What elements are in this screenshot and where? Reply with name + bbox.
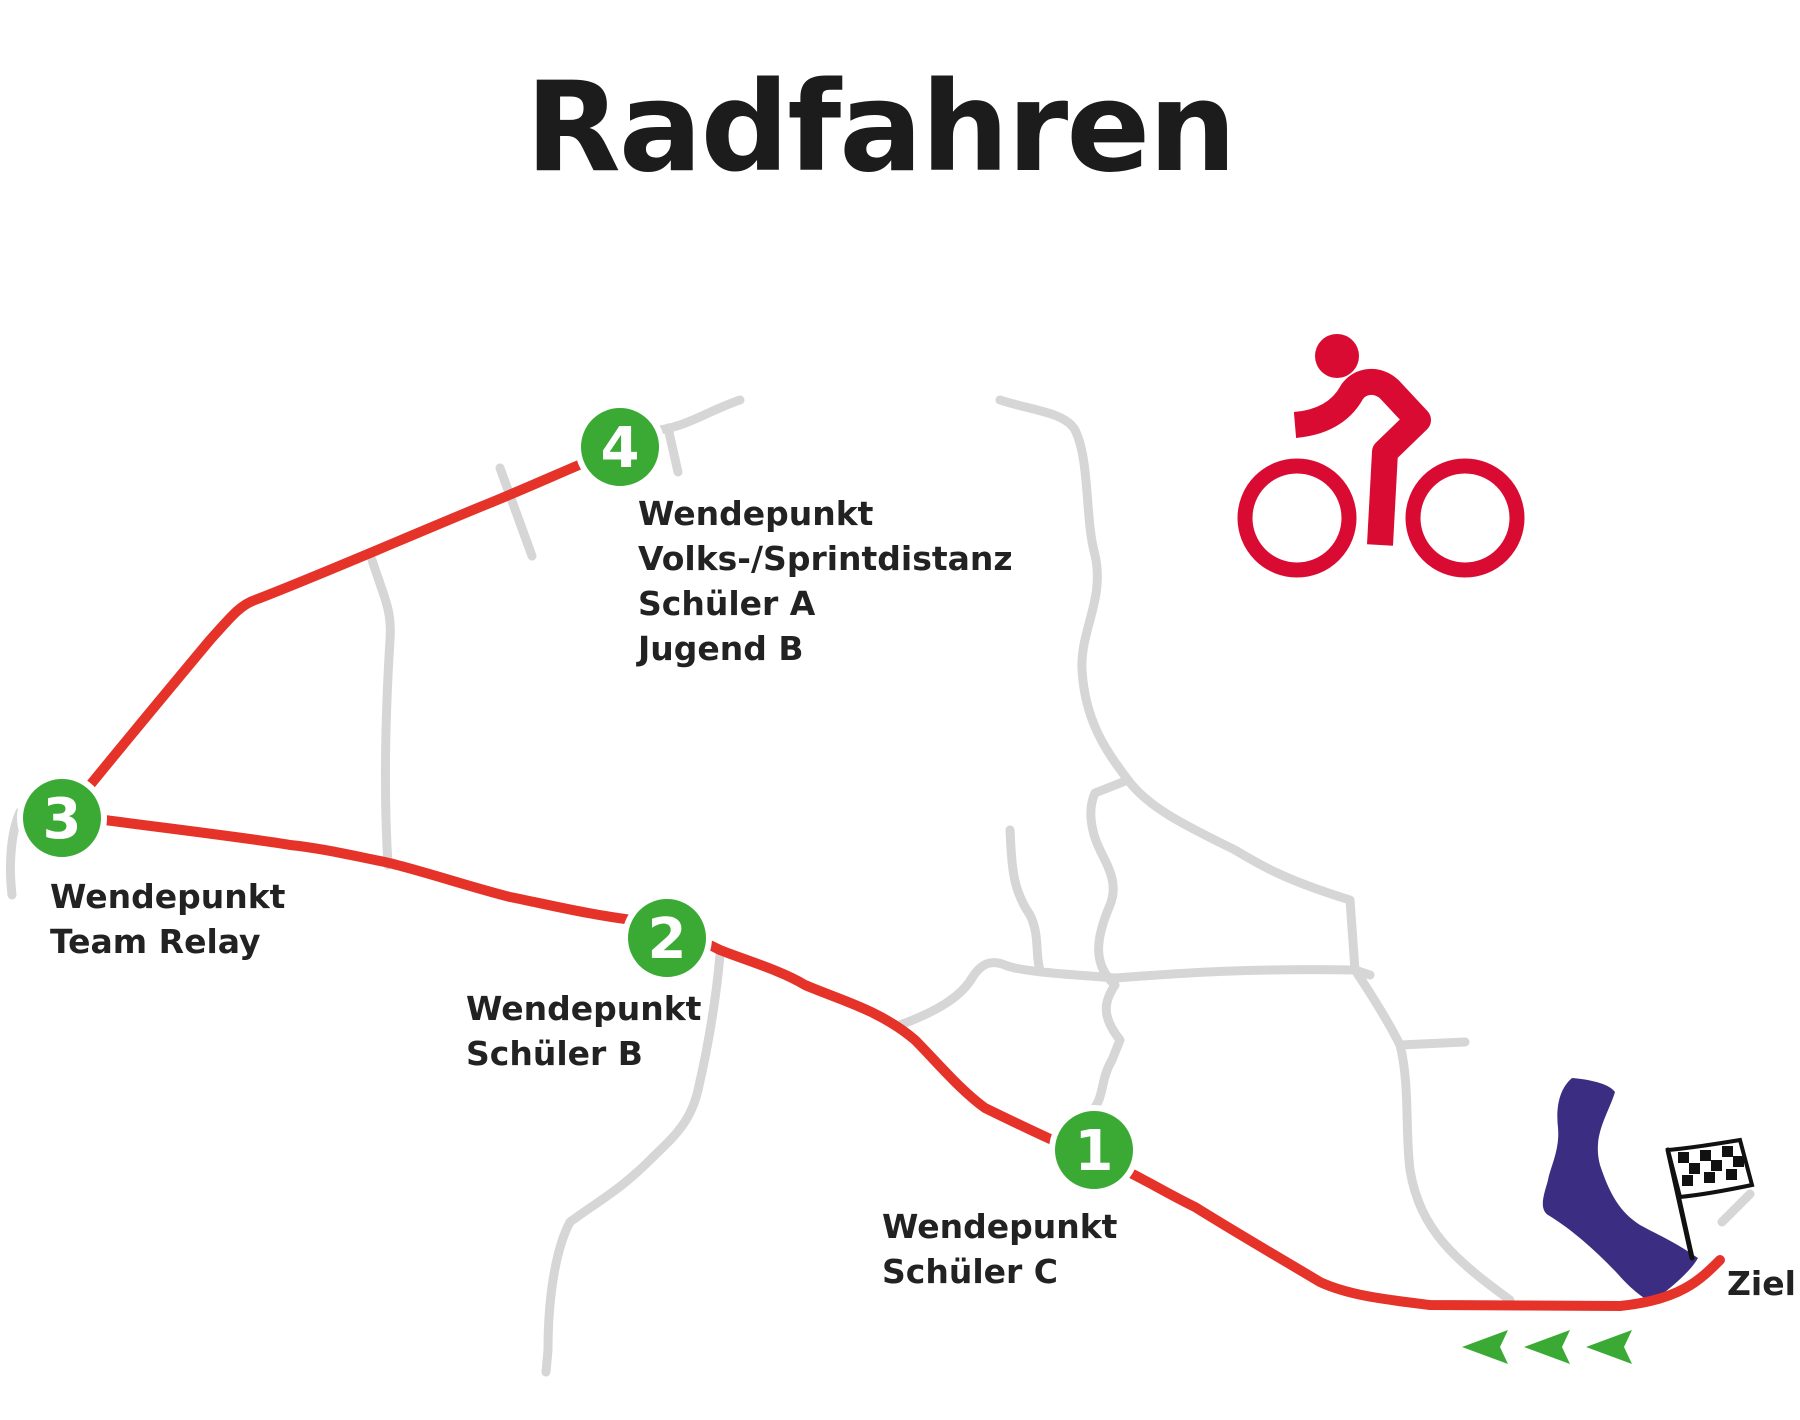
chevron-left-icon [1524,1330,1570,1364]
road [895,958,1360,1030]
cyclist-head [1315,334,1359,378]
waypoint-4: 4 [575,402,665,492]
chevron-left-icon [1586,1330,1632,1364]
road [1086,775,1133,990]
checkered-flag-icon [1665,1137,1755,1261]
road [495,463,537,561]
flag-cloth [1665,1137,1755,1200]
waypoint-4-label-line: Jugend B [636,629,804,668]
road [367,555,395,870]
waypoint-4-label-line: Schüler A [638,584,816,623]
waypoint-3-label-line: Wendepunkt [50,877,286,916]
road [1088,980,1125,1115]
waypoint-2-label-line: Wendepunkt [466,989,702,1028]
waypoint-4-label: Wendepunkt Volks-/Sprintdistanz Schüler … [636,494,1013,668]
waypoint-4-label-line: Volks-/Sprintdistanz [638,539,1013,578]
waypoint-3: 3 [17,773,107,863]
waypoint-1-label-line: Schüler C [882,1252,1058,1291]
road [1350,965,1470,1050]
waypoint-1-number: 1 [1075,1119,1114,1184]
waypoint-3-label: Wendepunkt Team Relay [50,877,286,961]
road-network [5,395,1755,1377]
waypoint-1: 1 [1049,1105,1139,1195]
road [663,423,683,477]
chevron-left-icon [1462,1330,1508,1364]
direction-arrows [1462,1330,1632,1364]
page-title: Radfahren [525,56,1234,200]
waypoint-2-label: Wendepunkt Schüler B [466,989,702,1073]
road [541,950,725,1377]
waypoint-1-label-line: Wendepunkt [882,1207,1118,1246]
finish-label: Ziel [1727,1264,1796,1303]
waypoint-3-marker [17,773,107,863]
waypoint-4-marker [575,402,665,492]
lake [1542,1078,1698,1302]
waypoint-2-marker [622,893,712,983]
cyclist-icon [1237,334,1525,578]
waypoint-4-number: 4 [601,416,640,481]
bike-route [65,445,1725,1311]
road [655,395,745,435]
waypoint-2-number: 2 [648,907,687,972]
road [1005,825,1045,975]
road [1717,1189,1755,1227]
wheel-front [1405,458,1525,578]
waypoint-3-number: 3 [43,787,82,852]
waypoint-2-label-line: Schüler B [466,1034,643,1073]
waypoint-4-label-line: Wendepunkt [638,494,874,533]
waypoint-3-label-line: Team Relay [50,922,261,961]
road [1395,1040,1515,1305]
waypoint-1-marker [1049,1105,1139,1195]
waypoint-2: 2 [622,893,712,983]
road [995,395,1375,980]
cyclist-body [1293,369,1431,546]
waypoint-1-label: Wendepunkt Schüler C [882,1207,1118,1291]
wheel-rear [1237,458,1357,578]
